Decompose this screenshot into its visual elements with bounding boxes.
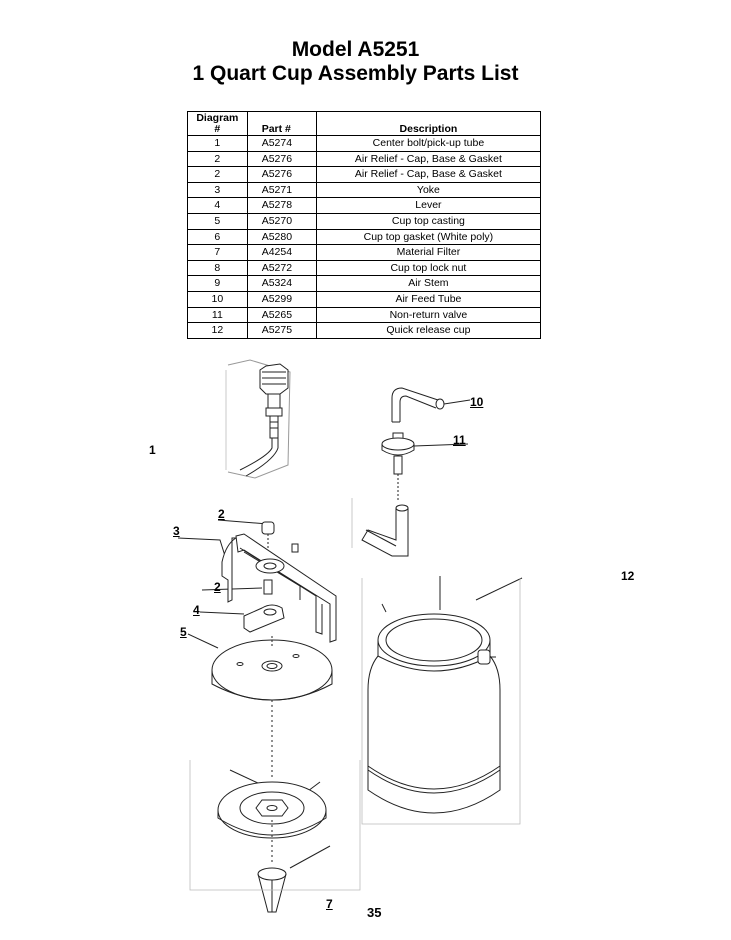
cell-part: A5265 — [246, 306, 317, 324]
cell-description: Air Relief - Cap, Base & Gasket — [315, 166, 542, 183]
table-header-row: Diagram # Part # Description — [187, 111, 542, 136]
callout-11: 11 — [453, 433, 466, 447]
callout-3: 3 — [173, 524, 180, 538]
cell-part: A5276 — [246, 150, 317, 168]
quick-release-cup — [361, 576, 523, 825]
cell-description: Cup top lock nut — [315, 259, 542, 277]
cup-top-casting — [211, 636, 333, 701]
cell-part: A5275 — [246, 322, 317, 339]
callout-1: 1 — [149, 443, 156, 457]
callout-2b: 2 — [214, 580, 221, 594]
non-return-valve — [381, 432, 469, 475]
cell-description: Cup top gasket (White poly) — [315, 228, 542, 246]
air-stem — [361, 474, 409, 557]
callout-12: 12 — [621, 569, 635, 583]
header-part: Part # — [246, 111, 317, 136]
air-feed-tube — [391, 387, 471, 423]
callout-4: 4 — [193, 603, 200, 617]
cell-part: A4254 — [246, 244, 317, 261]
header-diagram: Diagram # — [187, 111, 248, 136]
header-description: Description — [315, 111, 542, 136]
cup-top-gasket — [217, 700, 327, 839]
center-bolt-pickup-tube — [227, 359, 291, 479]
callout-7: 7 — [326, 897, 333, 911]
callout-2a: 2 — [218, 507, 225, 521]
callout-5: 5 — [180, 625, 187, 639]
cell-part: A5276 — [246, 166, 317, 183]
page-subtitle: 1 Quart Cup Assembly Parts List — [192, 62, 519, 85]
cell-part: A5270 — [246, 212, 317, 230]
page-number: 35 — [367, 905, 382, 920]
cell-description: Non-return valve — [315, 306, 542, 324]
material-filter — [257, 820, 331, 913]
cell-description: Quick release cup — [315, 322, 542, 339]
cell-diagram: 12 — [187, 322, 248, 339]
cell-part: A5324 — [246, 275, 317, 292]
page-title: Model A5251 — [291, 38, 420, 61]
callout-10: 10 — [470, 395, 484, 409]
yoke-lever-assembly — [177, 519, 337, 649]
